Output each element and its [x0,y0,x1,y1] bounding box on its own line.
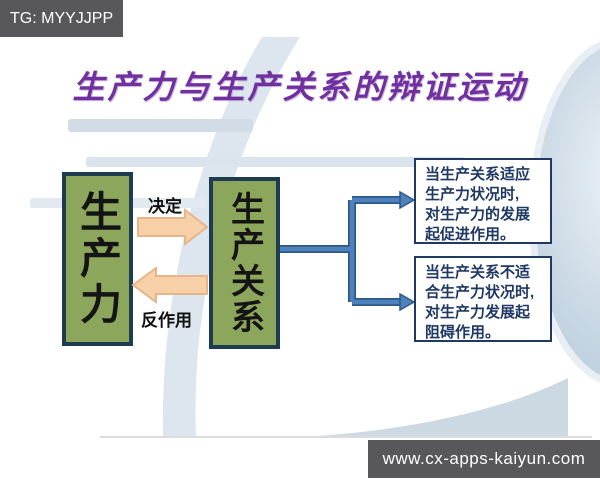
production-relations-box: 生产关系 [209,177,280,349]
outcome-line: 起促进作用。 [425,226,516,243]
outcome-line: 生产力状况时, [425,186,520,203]
outcome-line: 当生产关系不适 [425,264,531,281]
outcome-line: 当生产关系适应 [425,166,531,183]
connector-arrowhead-top [399,190,416,210]
decor-swoosh [300,378,568,437]
outcome-box-promote: 当生产关系适应 生产力状况时, 对生产力的发展 起促进作用。 [414,158,552,244]
decide-arrow-label: 决定 [148,197,182,216]
productive-forces-label: 生产力 [74,190,122,328]
counteract-arrow [131,266,208,304]
outcome-line: 阻碍作用。 [425,324,501,341]
outcome-line: 对生产力发展起 [425,304,531,321]
slide-bottom-edge [100,436,592,438]
watermark-text-bottom: www.cx-apps-kaiyun.com [382,449,586,468]
watermark-banner-top: TG: MYYJJPP [0,0,123,37]
productive-forces-box: 生产力 [62,172,133,346]
production-relations-label: 生产关系 [225,191,264,335]
watermark-banner-bottom: www.cx-apps-kaiyun.com [368,440,600,478]
decor-bar [86,157,466,167]
decor-bar [68,119,253,132]
decide-arrow [137,207,209,247]
outcome-box-hinder: 当生产关系不适 合生产力状况时, 对生产力发展起 阻碍作用。 [414,256,552,342]
connector-arrowhead-bottom [399,292,416,312]
watermark-text-top: TG: MYYJJPP [10,9,114,27]
counteract-arrow-label: 反作用 [141,311,192,330]
slide-title: 生产力与生产关系的辩证运动 [72,68,528,106]
outcome-line: 对生产力的发展 [425,206,531,223]
decor-band [162,37,300,437]
outcome-line: 合生产力状况时, [425,284,535,301]
connector-line [280,197,402,305]
